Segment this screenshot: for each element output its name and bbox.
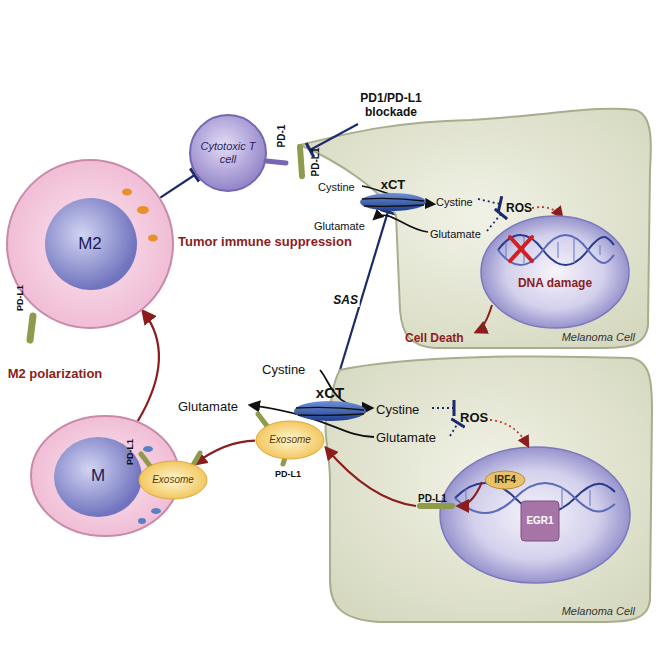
text-holder: xCT xyxy=(358,178,428,212)
ligand-label-text: PD-L1 xyxy=(310,148,321,177)
exosome: Exosome xyxy=(255,420,325,460)
ligand-label-text: PD-L1 xyxy=(15,285,25,311)
transcription-factor: EGR1 xyxy=(520,500,560,542)
edge-label-text: SAS xyxy=(331,293,360,307)
ligand-label-text: PD-L1 xyxy=(275,469,301,479)
ligand-label-text: PD-L1 xyxy=(125,439,135,465)
node-text: Cytotoxic T cell xyxy=(198,140,258,165)
xct-transporter: xCT xyxy=(292,384,368,422)
ligand-label: PD-L1 xyxy=(9,285,27,311)
metabolite-label: Glutamate xyxy=(178,397,238,415)
inhibition-line xyxy=(161,175,195,197)
text-holder: EGR1 xyxy=(520,500,560,542)
text-holder: Exosome xyxy=(255,420,325,460)
node-text: M xyxy=(91,466,105,486)
node-text: Exosome xyxy=(269,434,311,446)
edge-label: SAS xyxy=(331,290,360,308)
ligand-label: PD-L1 xyxy=(305,148,323,177)
ligand-label-text: PD-L1 xyxy=(418,493,447,504)
node-text: DNA damage xyxy=(518,277,592,291)
metabolite-label-text: Glutamate xyxy=(376,430,436,445)
melanoma-cell-shape xyxy=(290,350,655,628)
metabolite-label-text: Cystine xyxy=(376,402,419,417)
node-text: xCT xyxy=(381,178,406,193)
node-text: xCT xyxy=(316,384,344,401)
metabolite-label: Glutamate xyxy=(376,428,436,446)
treatment-label-text: PD1/PD-L1 blockade xyxy=(350,92,432,120)
node-text: Melanoma Cell xyxy=(562,605,635,618)
node-text: EGR1 xyxy=(526,515,553,527)
ros-label: ROS xyxy=(506,198,532,216)
text-holder: DNA damage xyxy=(480,215,630,330)
transcription-factor: IRF4 xyxy=(484,470,526,490)
ligand-label: PD-L1 xyxy=(418,488,447,506)
transfer-arrow xyxy=(194,441,255,465)
xct-transporter: xCT xyxy=(358,178,428,212)
metabolite-label-text: Glutamate xyxy=(430,228,481,240)
m2-macrophage: M2 xyxy=(5,158,175,330)
metabolite-label: Glutamate xyxy=(314,216,365,234)
ros-label-text: ROS xyxy=(506,201,532,215)
metabolite-label: Cystine xyxy=(262,360,305,378)
receptor-label-text: PD-1 xyxy=(276,125,287,148)
process-label: Tumor immune suppression xyxy=(178,232,352,250)
treatment-label: PD1/PD-L1 blockade xyxy=(350,92,432,120)
node-text: Exosome xyxy=(152,474,194,486)
text-holder: M2 xyxy=(5,158,175,330)
node-text: M2 xyxy=(78,234,102,254)
receptor-label: PD-1 xyxy=(271,125,289,148)
metabolite-label: Cystine xyxy=(376,400,419,418)
metabolite-label-text: Glutamate xyxy=(314,220,365,232)
text-holder: Exosome xyxy=(138,460,208,500)
metabolite-label: Glutamate xyxy=(430,224,481,242)
edge-label: M2 polarization xyxy=(6,364,105,382)
nucleus: DNA damage xyxy=(480,215,630,330)
metabolite-label: Cystine xyxy=(436,192,473,210)
edge-label-text: M2 polarization xyxy=(6,366,105,381)
outcome-label: Cell Death xyxy=(405,328,464,346)
metabolite-label-text: Cystine xyxy=(262,362,305,377)
text-holder: Cytotoxic T cell xyxy=(188,113,268,193)
polarization-arrow xyxy=(138,311,159,421)
node-text: Melanoma Cell xyxy=(562,331,635,344)
text-holder: IRF4 xyxy=(484,470,526,490)
metabolite-label-text: Cystine xyxy=(436,196,473,208)
metabolite-label-text: Cystine xyxy=(318,181,355,193)
metabolite-label-text: Glutamate xyxy=(178,399,238,414)
metabolite-label: Cystine xyxy=(318,177,355,195)
ros-label: ROS xyxy=(460,408,488,426)
ligand-label: PD-L1 xyxy=(275,463,301,481)
node-text: IRF4 xyxy=(494,474,516,486)
process-label-text: Tumor immune suppression xyxy=(178,234,352,249)
ligand-label: PD-L1 xyxy=(119,439,137,465)
melanoma-cell: Melanoma Cell IRF4EGR1 xyxy=(290,350,655,628)
exosome: Exosome xyxy=(138,460,208,500)
nucleus-shape xyxy=(480,215,630,330)
text-holder: Melanoma Cell xyxy=(290,350,655,628)
outcome-label-text: Cell Death xyxy=(405,331,464,345)
t-cell: Cytotoxic T cell xyxy=(188,113,268,193)
text-holder: xCT xyxy=(292,384,368,422)
ros-label-text: ROS xyxy=(460,410,488,425)
